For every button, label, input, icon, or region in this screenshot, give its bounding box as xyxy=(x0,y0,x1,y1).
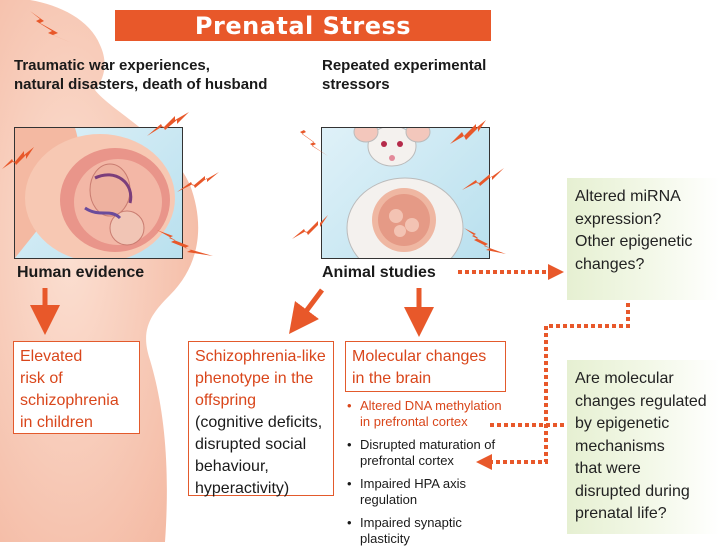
bullet-prefrontal-maturation: • Disrupted maturation of prefrontal cor… xyxy=(346,437,506,469)
bullet-synaptic-plasticity: • Impaired synaptic plasticity xyxy=(346,515,506,547)
question-box-epigenetic: Are molecular changes regulated by epige… xyxy=(567,360,720,534)
molecular-changes-box: Molecular changes in the brain xyxy=(345,341,506,392)
elevated-risk-box: Elevated risk of schizophrenia in childr… xyxy=(13,341,140,434)
phenotype-box: Schizophrenia-like phenotype in the offs… xyxy=(188,341,334,496)
question-box-mirna: Altered miRNA expression? Other epigenet… xyxy=(567,178,720,300)
molecular-bullet-list: • Altered DNA methylation in prefrontal … xyxy=(346,398,506,554)
arrow-animal-to-phenotype xyxy=(298,290,322,322)
bullet-dna-methylation: • Altered DNA methylation in prefrontal … xyxy=(346,398,506,430)
bullet-hpa-axis: • Impaired HPA axis regulation xyxy=(346,476,506,508)
